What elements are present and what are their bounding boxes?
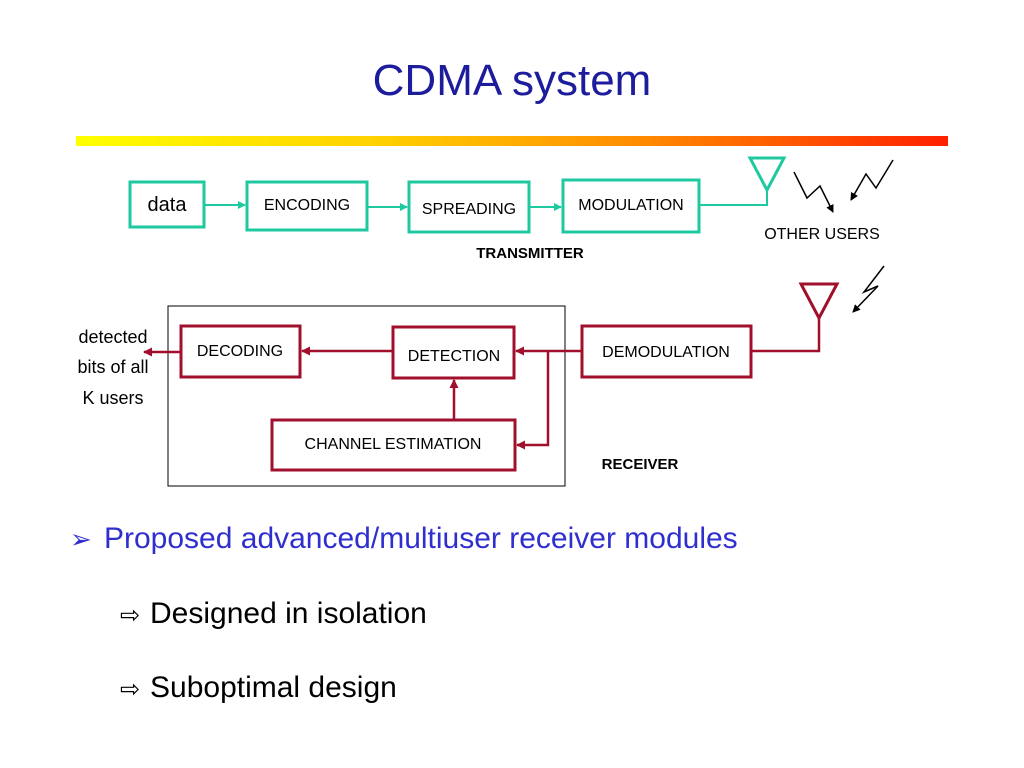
modulation-block-label: MODULATION xyxy=(578,197,683,214)
bullet-sub-2: ⇨ Suboptimal design xyxy=(120,671,397,705)
output-label-line-1: detected xyxy=(78,327,147,347)
encoding-block: ENCODING xyxy=(245,180,369,232)
outline-arrow-bullet-icon: ⇨ xyxy=(120,602,141,629)
receiver-enclosure xyxy=(167,305,566,487)
data-block: data xyxy=(128,180,206,229)
bullet-sub-1-text: Designed in isolation xyxy=(150,597,427,630)
lightning-bolt-icon xyxy=(793,171,834,213)
demodulation-to-channel-estimation-arrow xyxy=(516,351,550,450)
decoding-block: DECODING xyxy=(179,324,302,379)
output-label-line-2: bits of all xyxy=(77,357,148,377)
lightning-bolt-icon xyxy=(850,159,894,201)
transmit-antenna-icon xyxy=(747,156,787,194)
channel-estimation-block-label: CHANNEL ESTIMATION xyxy=(305,436,482,453)
decoding-block-label: DECODING xyxy=(197,343,283,360)
modulation-block: MODULATION xyxy=(561,178,701,234)
demodulation-block: DEMODULATION xyxy=(580,324,753,379)
encoding-block-label: ENCODING xyxy=(264,197,350,214)
bullet-sub-1: ⇨ Designed in isolation xyxy=(120,597,427,631)
outline-arrow-bullet-icon: ⇨ xyxy=(120,676,141,703)
demodulation-block-label: DEMODULATION xyxy=(602,344,730,361)
receive-antenna-icon xyxy=(798,282,840,322)
antenna-to-demodulation-line xyxy=(751,318,821,353)
output-label-line-3: K users xyxy=(82,388,143,408)
receiver-section-label: RECEIVER xyxy=(602,456,679,473)
channel-estimation-block: CHANNEL ESTIMATION xyxy=(270,418,517,472)
lightning-bolt-icon xyxy=(852,265,885,313)
transmitter-section-label: TRANSMITTER xyxy=(476,245,584,262)
spreading-block: SPREADING xyxy=(407,180,531,234)
data-block-label: data xyxy=(148,194,188,216)
spreading-block-label: SPREADING xyxy=(422,201,516,218)
bullet-main: ➢ Proposed advanced/multiuser receiver mo… xyxy=(70,522,738,556)
title-gradient-rule xyxy=(76,136,948,146)
slide-title: CDMA system xyxy=(372,56,652,105)
other-users-label: OTHER USERS xyxy=(764,226,880,243)
bullet-main-text: Proposed advanced/multiuser receiver mod… xyxy=(104,522,738,555)
detection-block-label: DETECTION xyxy=(408,348,500,365)
detection-block: DETECTION xyxy=(391,325,516,380)
arrowhead-bullet-icon: ➢ xyxy=(70,524,92,554)
bullet-sub-2-text: Suboptimal design xyxy=(150,671,397,704)
modulation-to-antenna-line xyxy=(699,190,768,206)
